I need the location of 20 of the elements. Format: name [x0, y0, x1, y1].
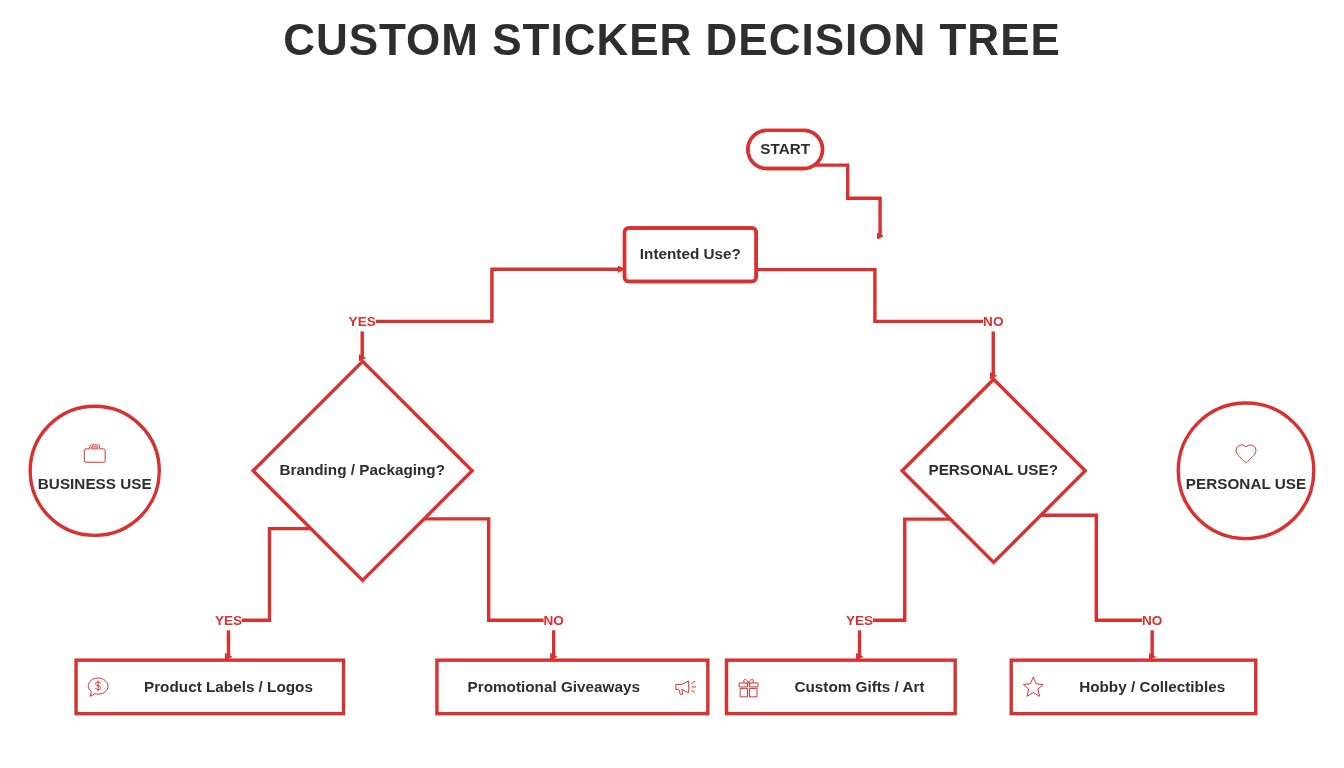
edge-label: YES: [348, 313, 376, 329]
node-box: Hobby / Collectibles: [1009, 658, 1258, 716]
node-box: Promotional Giveaways: [435, 658, 710, 716]
edge-label: NO: [1141, 612, 1163, 628]
node-diamond: PERSONAL USE?: [899, 376, 1088, 565]
arrow: [423, 517, 558, 661]
arrow: [1040, 513, 1156, 661]
edge-label: YES: [214, 612, 243, 628]
node-box: Custom Gifts / Art: [724, 658, 957, 716]
title: CUSTOM STICKER DECISION TREE: [282, 14, 1062, 66]
arrow: [815, 163, 884, 240]
arrow: [224, 526, 311, 661]
arrow: [855, 517, 950, 661]
node-diamond: Branding / Packaging?: [250, 358, 475, 583]
node-box: Product Labels / Logos: [74, 658, 346, 716]
edge-label: NO: [983, 313, 1004, 329]
node-circle: PERSONAL USE: [1176, 401, 1316, 541]
edge-label: NO: [543, 612, 564, 628]
node-circle: BUSINESS USE: [28, 404, 161, 538]
edge-label: YES: [845, 612, 874, 628]
